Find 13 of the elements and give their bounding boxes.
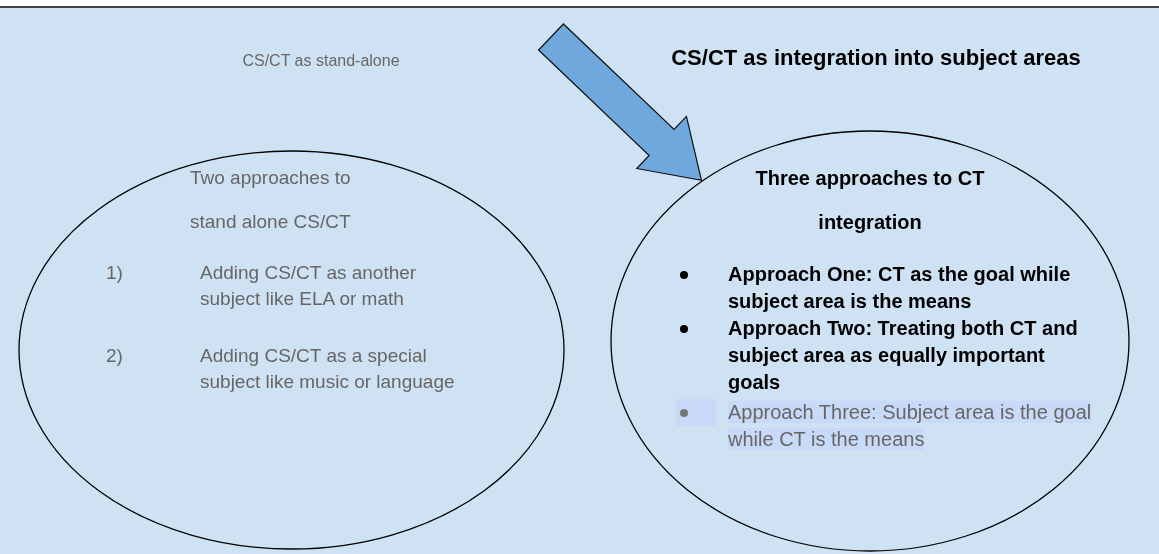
list-item-text: Approach Two: Treating both CT and subject area as equally important goals bbox=[728, 316, 1079, 395]
list-item-text: Adding CS/CT as a special subject like music or language bbox=[200, 344, 456, 394]
section-title: CS/CT as stand-alone bbox=[241, 51, 401, 71]
section-title: CS/CT as integration into subject areas bbox=[670, 44, 1082, 72]
ellipse bbox=[18, 150, 565, 550]
block-arrow bbox=[537, 23, 703, 182]
list-number: 2) bbox=[106, 344, 124, 368]
ellipse-heading: Two approaches to stand alone CS/CT bbox=[190, 166, 352, 234]
ellipse-heading: Three approaches to CT integration bbox=[754, 166, 986, 235]
list-number: 1) bbox=[106, 261, 124, 285]
ellipse bbox=[610, 130, 1130, 552]
list-item-text: Approach One: CT as the goal while subject area is the means bbox=[728, 262, 1072, 314]
list-item-text: Adding CS/CT as another subject like ELA or math bbox=[200, 261, 418, 311]
